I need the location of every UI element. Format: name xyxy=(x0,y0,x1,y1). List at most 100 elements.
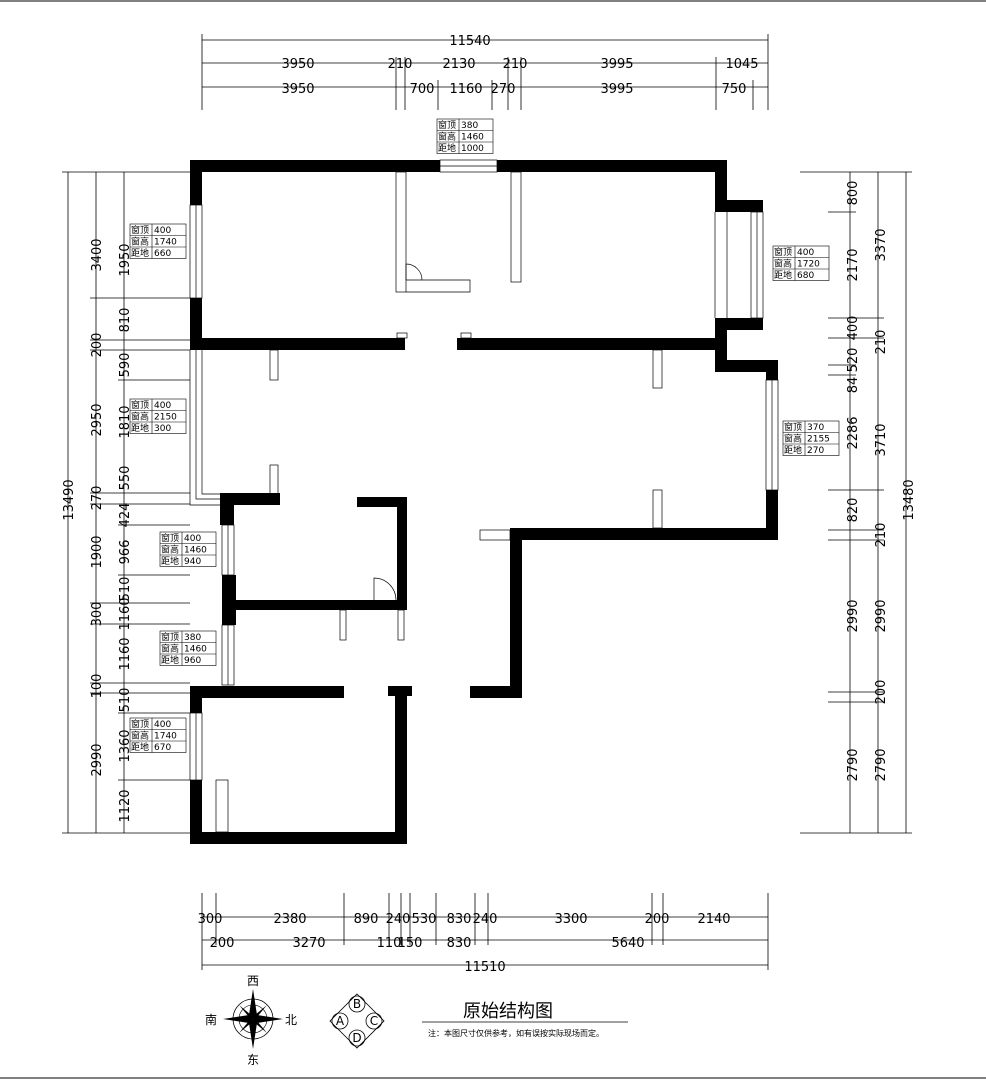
svg-text:800: 800 xyxy=(846,181,861,206)
svg-text:424: 424 xyxy=(118,503,133,528)
bottom-total-dim: 11510 xyxy=(464,960,505,975)
window-table-value: 400 xyxy=(184,534,201,544)
window-table-label: 窗高 xyxy=(161,544,179,556)
window-table-label: 距地 xyxy=(774,269,792,281)
svg-text:2140: 2140 xyxy=(697,912,730,927)
svg-text:200: 200 xyxy=(645,912,670,927)
window-table-label: 窗顶 xyxy=(131,399,149,411)
svg-text:966: 966 xyxy=(118,540,133,565)
svg-text:1160: 1160 xyxy=(449,82,482,97)
svg-text:3710: 3710 xyxy=(874,423,889,456)
svg-text:400: 400 xyxy=(846,316,861,341)
window-table-label: 窗顶 xyxy=(161,532,179,544)
left-inner-dims: 1950 810 590 1810 550 424 966 510 1160 1… xyxy=(118,243,133,822)
compass-south: 南 xyxy=(205,1012,217,1027)
svg-text:1360: 1360 xyxy=(118,729,133,762)
svg-text:110: 110 xyxy=(377,936,402,951)
window-table-value: 400 xyxy=(797,248,814,258)
drawing-title: 原始结构图 xyxy=(463,1001,553,1022)
window-table-value: 1000 xyxy=(461,144,484,154)
window-table-label: 距地 xyxy=(131,247,149,259)
window-table-label: 窗高 xyxy=(131,411,149,423)
svg-text:750: 750 xyxy=(722,82,747,97)
window-table-value: 380 xyxy=(461,121,478,131)
window-table-value: 940 xyxy=(184,557,201,567)
svg-text:210: 210 xyxy=(874,330,889,355)
svg-text:A: A xyxy=(336,1014,345,1028)
svg-text:210: 210 xyxy=(388,57,413,72)
svg-text:550: 550 xyxy=(118,466,133,491)
svg-text:2990: 2990 xyxy=(874,599,889,632)
window-table-label: 距地 xyxy=(131,741,149,753)
window-table-value: 1460 xyxy=(461,133,484,143)
svg-text:2990: 2990 xyxy=(846,599,861,632)
svg-text:D: D xyxy=(352,1031,361,1045)
svg-text:2790: 2790 xyxy=(846,748,861,781)
window-table-label: 距地 xyxy=(161,654,179,666)
window-table-value: 1460 xyxy=(184,645,207,655)
svg-text:5640: 5640 xyxy=(611,936,644,951)
window-table-label: 距地 xyxy=(131,422,149,434)
svg-text:1045: 1045 xyxy=(725,57,758,72)
svg-text:2990: 2990 xyxy=(90,743,105,776)
right-inner-dims: 800 2170 400 520 84 2286 820 2990 2790 xyxy=(846,181,861,782)
svg-text:B: B xyxy=(353,997,361,1011)
svg-text:700: 700 xyxy=(410,82,435,97)
svg-text:2950: 2950 xyxy=(90,403,105,436)
window-table-value: 2155 xyxy=(807,435,830,445)
bottom-row2-dims: 200 3270 110 150 830 5640 xyxy=(210,936,645,951)
svg-text:13490: 13490 xyxy=(62,479,77,520)
svg-text:2790: 2790 xyxy=(874,748,889,781)
window-table-label: 窗高 xyxy=(131,236,149,248)
window-table-value: 670 xyxy=(154,743,171,753)
window-table-value: 270 xyxy=(807,446,824,456)
svg-text:510: 510 xyxy=(118,577,133,602)
svg-text:200: 200 xyxy=(210,936,235,951)
svg-text:3400: 3400 xyxy=(90,238,105,271)
svg-text:1120: 1120 xyxy=(118,789,133,822)
window-table-label: 窗顶 xyxy=(131,224,149,236)
svg-text:3370: 3370 xyxy=(874,228,889,261)
top-total-dim: 11540 xyxy=(449,34,490,49)
svg-text:2130: 2130 xyxy=(442,57,475,72)
svg-text:210: 210 xyxy=(874,523,889,548)
window-table-value: 400 xyxy=(154,401,171,411)
bottom-dimensions xyxy=(201,893,769,970)
svg-text:3995: 3995 xyxy=(600,57,633,72)
window-table-value: 960 xyxy=(184,656,201,666)
window-table-label: 窗高 xyxy=(161,643,179,655)
bottom-row1-dims: 300 2380 890 240 530 830 240 3300 200 21… xyxy=(198,912,731,927)
svg-text:510: 510 xyxy=(118,688,133,713)
svg-text:13480: 13480 xyxy=(902,479,917,520)
window-table-value: 370 xyxy=(807,423,824,433)
window-table-label: 窗顶 xyxy=(784,421,802,433)
window-table-value: 1740 xyxy=(154,238,177,248)
window-table-label: 窗顶 xyxy=(131,718,149,730)
right-outer-dims: 3370 210 3710 210 2990 200 2790 13480 xyxy=(874,228,917,781)
drawing-note: 注：本图尺寸仅供参考，如有误按实际现场而定。 xyxy=(428,1028,604,1038)
svg-text:210: 210 xyxy=(503,57,528,72)
svg-text:240: 240 xyxy=(473,912,498,927)
svg-text:2170: 2170 xyxy=(846,248,861,281)
svg-text:590: 590 xyxy=(118,353,133,378)
top-row1-dims: 3950 210 2130 210 3995 1045 xyxy=(281,57,758,72)
svg-text:270: 270 xyxy=(90,486,105,511)
compass-icon: 西 东 南 北 xyxy=(205,974,297,1067)
svg-text:300: 300 xyxy=(198,912,223,927)
svg-text:1950: 1950 xyxy=(118,243,133,276)
svg-text:3950: 3950 xyxy=(281,82,314,97)
thin-lines xyxy=(189,159,779,833)
window-table-value: 400 xyxy=(154,720,171,730)
top-dimensions xyxy=(201,34,769,110)
svg-text:830: 830 xyxy=(447,936,472,951)
svg-text:1810: 1810 xyxy=(118,405,133,438)
window-table-label: 窗顶 xyxy=(774,246,792,258)
svg-text:810: 810 xyxy=(118,308,133,333)
compass-west: 西 xyxy=(247,974,259,988)
